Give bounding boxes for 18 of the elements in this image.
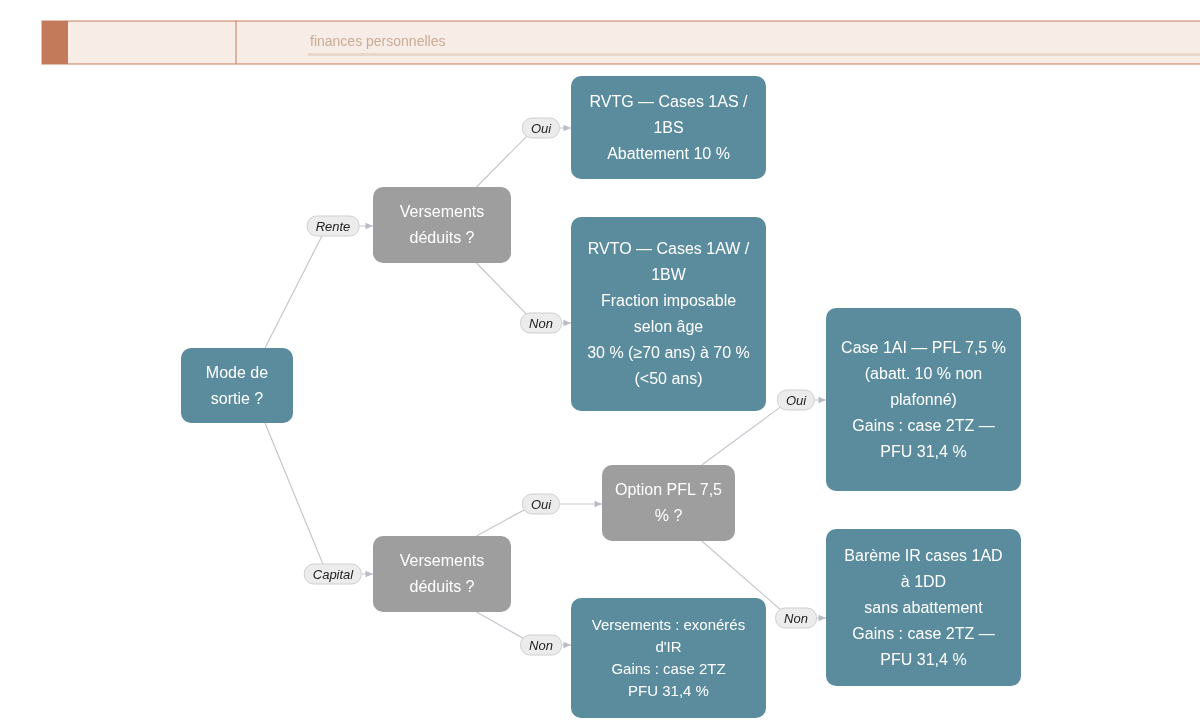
edge-label: Capital	[303, 563, 363, 585]
decision-box: Versements déduits ?	[373, 187, 511, 263]
edge-label: Rente	[306, 215, 360, 237]
edge-label: Non	[775, 607, 817, 629]
tagline: finances personnelles	[310, 33, 446, 49]
start-box: Mode de sortie ?	[181, 348, 293, 423]
result-box: RVTO — Cases 1AW / 1BW Fraction imposable selon âge 30 % (≥70 ans) à 70 % (<50 ans)	[571, 217, 766, 411]
decision-box: Option PFL 7,5 % ?	[602, 465, 735, 541]
edge-label: Oui	[521, 117, 561, 139]
result-box: RVTG — Cases 1AS / 1BS Abattement 10 %	[571, 76, 766, 179]
edge-label: Oui	[776, 389, 816, 411]
result-box: Barème IR cases 1AD à 1DD sans abattement Gains : case 2TZ — PFU 31,4 %	[826, 529, 1021, 686]
edge-label: Non	[520, 312, 562, 334]
edge-label: Oui	[521, 493, 561, 515]
edge-label: Non	[520, 634, 562, 656]
decision-box: Versements déduits ?	[373, 536, 511, 612]
result-box: Case 1AI — PFL 7,5 % (abatt. 10 % non plafonné) Gains : case 2TZ — PFU 31,4 %	[826, 308, 1021, 491]
result-box: Versements : exonérés d'IR Gains : case 2TZ PFU 31,4 %	[571, 598, 766, 718]
